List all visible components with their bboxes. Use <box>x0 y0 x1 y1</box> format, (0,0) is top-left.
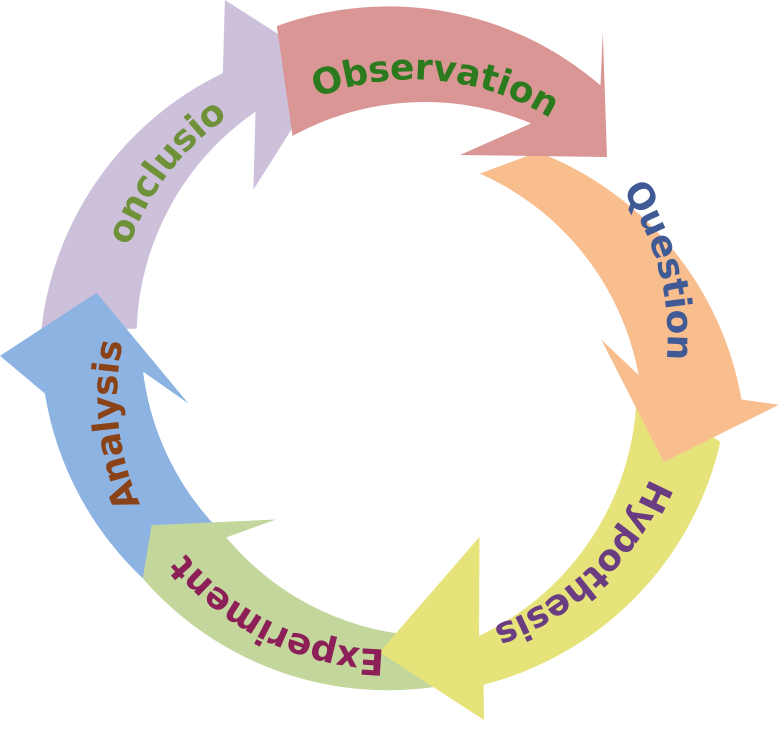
arrow-analysis <box>0 292 219 583</box>
arrow-experiment <box>142 519 448 691</box>
arrow-observation <box>276 6 607 157</box>
stage-label-conclusion: Conclusion <box>0 0 234 250</box>
arrow-hypothesis <box>379 391 721 720</box>
arrow-question <box>479 152 779 462</box>
arrow-conclusion <box>41 0 331 329</box>
